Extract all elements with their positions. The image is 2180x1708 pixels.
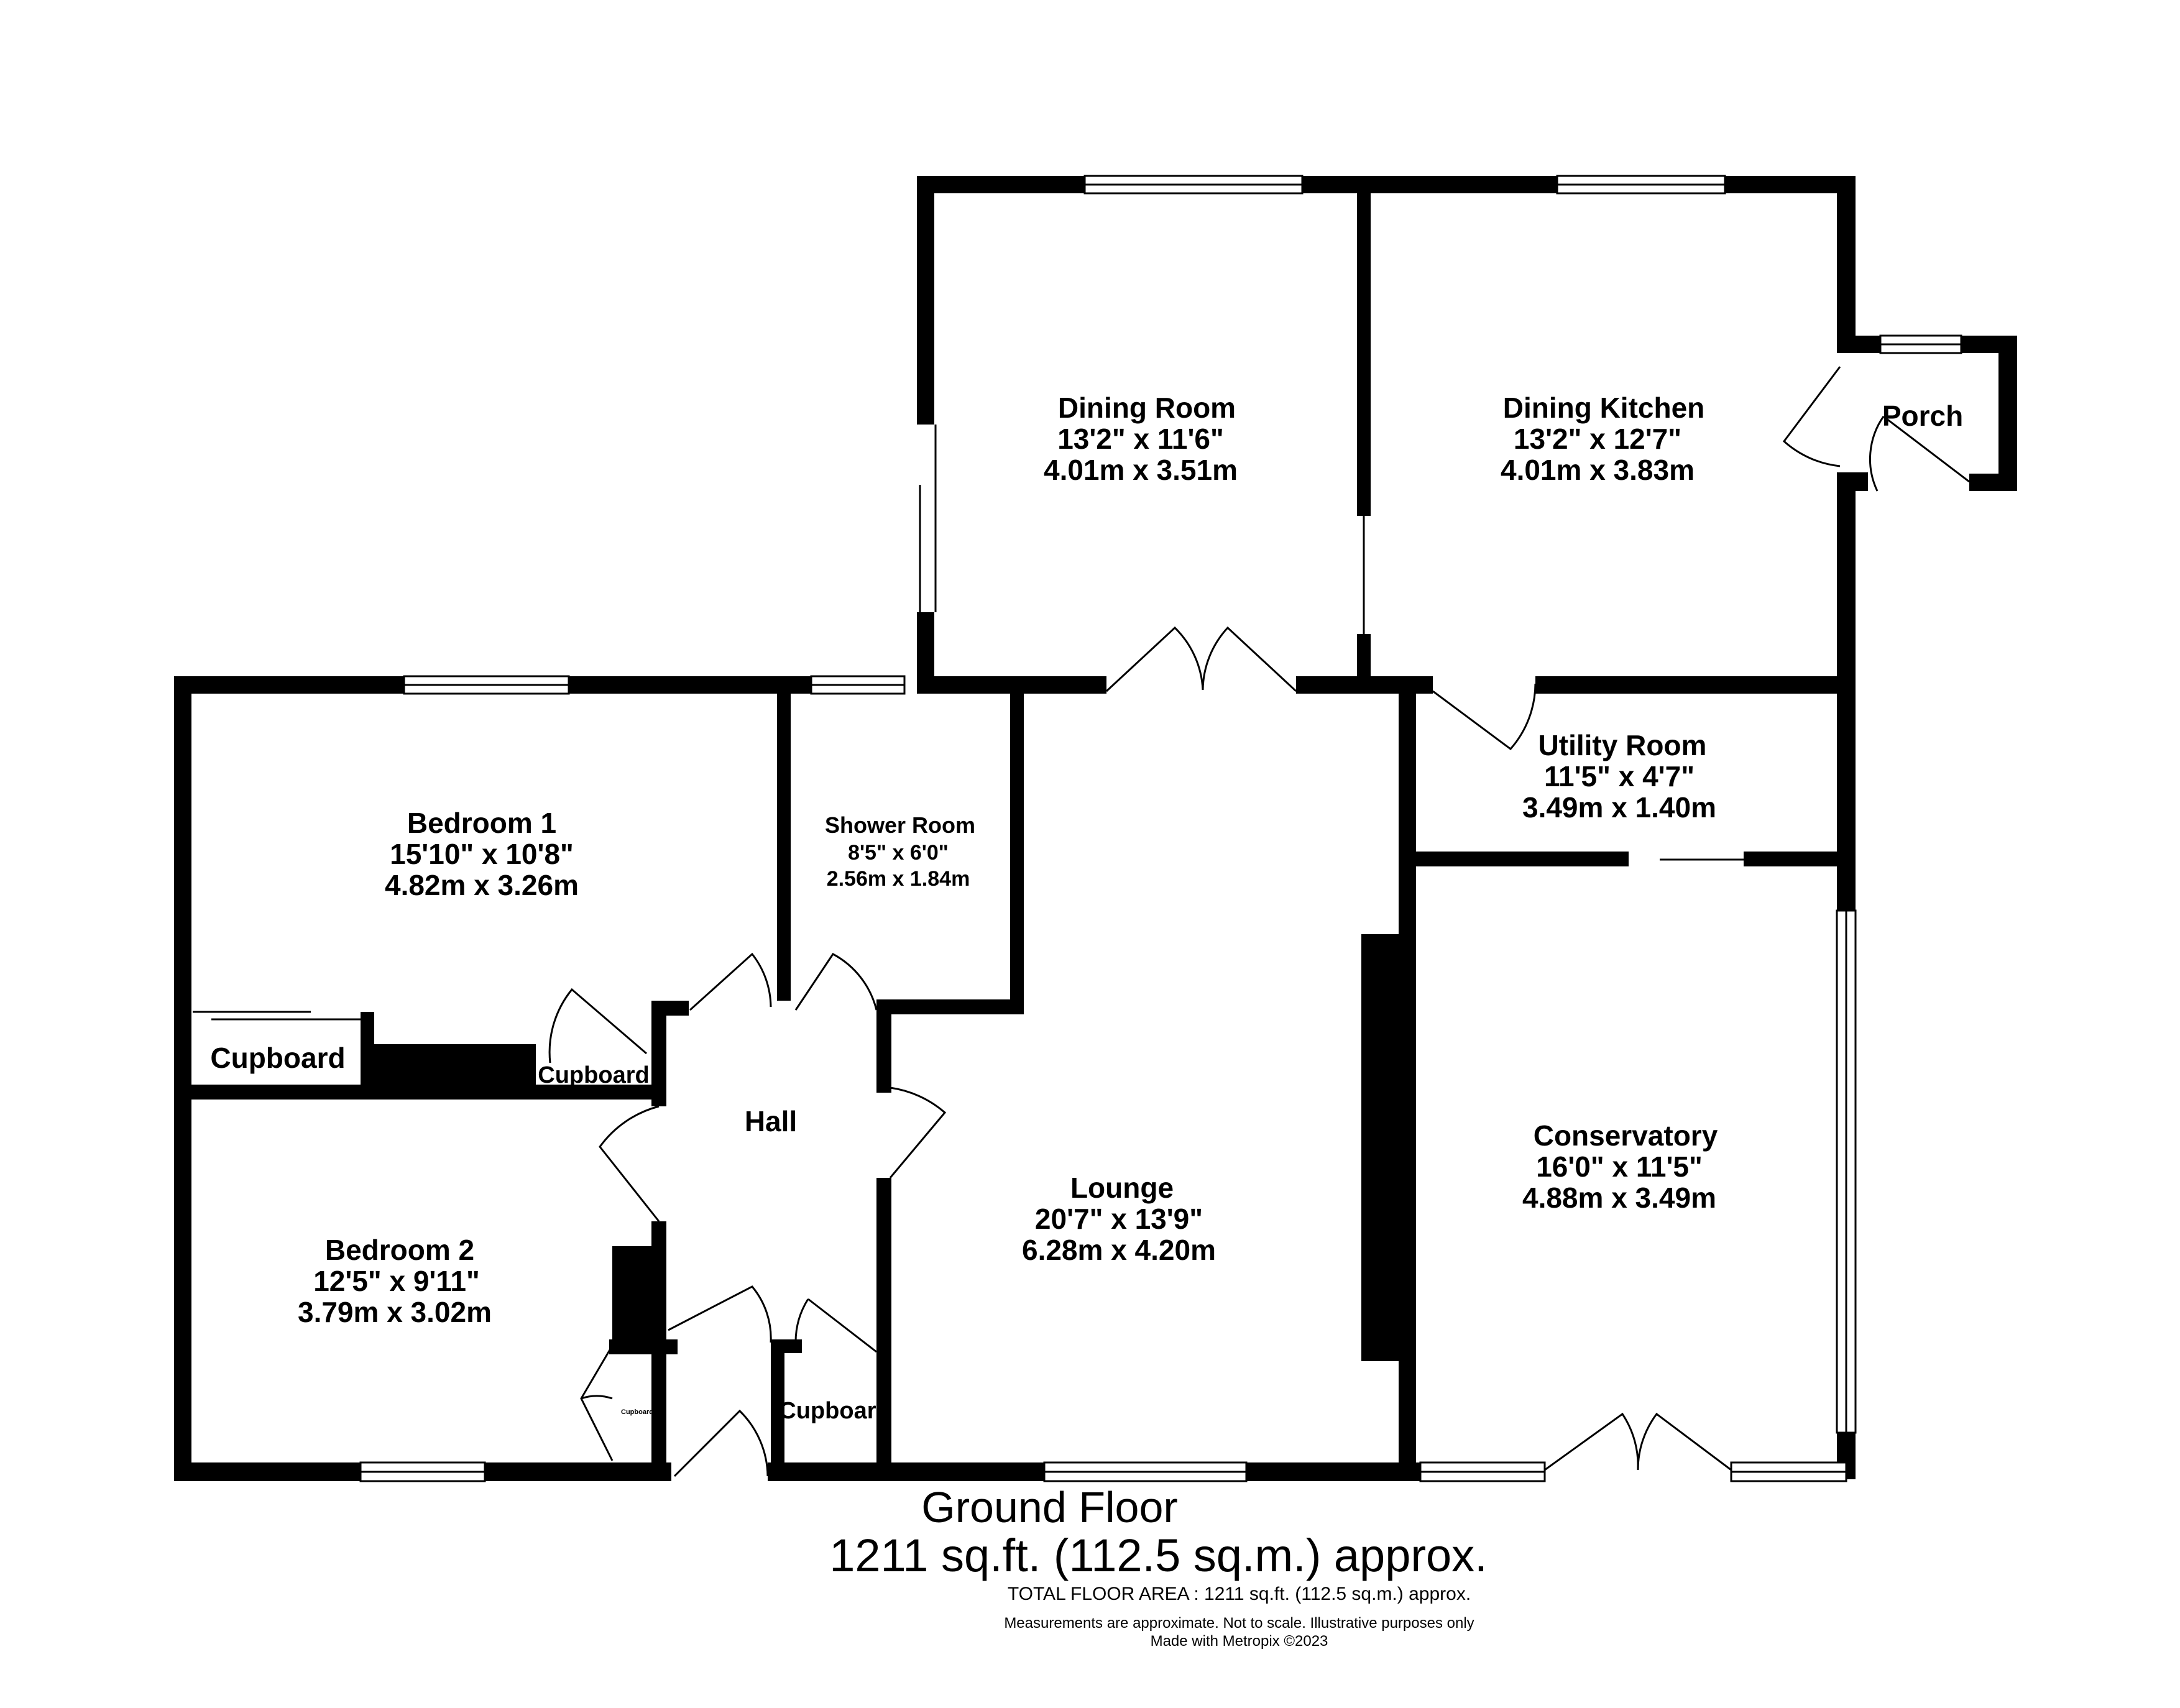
room-porch: Porch [1882,400,1963,432]
hall-name: Hall [745,1105,797,1137]
floor-area: 1211 sq.ft. (112.5 sq.m.) approx. [829,1530,1488,1581]
shower-room-metric: 2.56m x 1.84m [827,867,970,891]
utility-room-metric: 3.49m x 1.40m [1522,791,1716,824]
shower-room-imperial: 8'5" x 6'0" [848,841,949,865]
room-utility-room: Utility Room 11'5" x 4'7" 3.49m x 1.40m [1522,729,1716,824]
conservatory-metric: 4.88m x 3.49m [1522,1182,1716,1214]
bedroom-1-imperial: 15'10" x 10'8" [390,838,574,870]
room-shower-room: Shower Room 8'5" x 6'0" 2.56m x 1.84m [825,812,975,891]
dining-room-name: Dining Room [1058,392,1236,424]
cupboard-hall-label: Cupboard [779,1398,890,1424]
bedroom-2-metric: 3.79m x 3.02m [298,1296,492,1328]
lounge-name: Lounge [1070,1172,1174,1204]
room-lounge: Lounge 20'7" x 13'9" 6.28m x 4.20m [1022,1172,1216,1266]
porch-name: Porch [1882,400,1963,432]
room-dining-kitchen: Dining Kitchen 13'2" x 12'7" 4.01m x 3.8… [1501,392,1704,486]
room-bedroom-2: Bedroom 2 12'5" x 9'11" 3.79m x 3.02m [298,1234,492,1328]
shower-room-name: Shower Room [825,812,975,838]
dining-room-imperial: 13'2" x 11'6" [1057,423,1224,455]
walls [174,176,2017,1481]
utility-room-imperial: 11'5" x 4'7" [1544,760,1695,792]
dining-room-metric: 4.01m x 3.51m [1044,454,1238,486]
windows [359,175,1962,1482]
dining-kitchen-imperial: 13'2" x 12'7" [1514,423,1681,455]
utility-room-name: Utility Room [1538,729,1707,761]
room-hall: Hall [745,1105,797,1137]
room-dining-room: Dining Room 13'2" x 11'6" 4.01m x 3.51m [1044,392,1238,486]
room-bedroom-1: Bedroom 1 15'10" x 10'8" 4.82m x 3.26m [385,807,579,901]
doors [193,366,1970,1477]
bedroom-2-name: Bedroom 2 [325,1234,474,1266]
bedroom-1-name: Bedroom 1 [407,807,556,839]
cupboard-bedroom2-label: Cupboard [621,1408,653,1416]
lounge-imperial: 20'7" x 13'9" [1035,1203,1203,1235]
floor-name: Ground Floor [921,1483,1178,1531]
bedroom-2-imperial: 12'5" x 9'11" [313,1265,480,1297]
conservatory-name: Conservatory [1534,1119,1718,1152]
total-floor-area: TOTAL FLOOR AREA : 1211 sq.ft. (112.5 sq… [1007,1584,1471,1604]
dining-kitchen-metric: 4.01m x 3.83m [1501,454,1695,486]
bedroom-1-metric: 4.82m x 3.26m [385,869,579,901]
disclaimer: Measurements are approximate. Not to sca… [1004,1615,1474,1632]
lounge-metric: 6.28m x 4.20m [1022,1234,1216,1266]
cupboard-bedroom1-right-label: Cupboard [538,1062,649,1088]
room-conservatory: Conservatory 16'0" x 11'5" 4.88m x 3.49m [1522,1119,1718,1214]
dining-kitchen-name: Dining Kitchen [1503,392,1705,424]
credit: Made with Metropix ©2023 [1150,1633,1328,1650]
cupboard-bedroom1-left-label: Cupboard [210,1042,345,1074]
conservatory-imperial: 16'0" x 11'5" [1536,1150,1703,1183]
